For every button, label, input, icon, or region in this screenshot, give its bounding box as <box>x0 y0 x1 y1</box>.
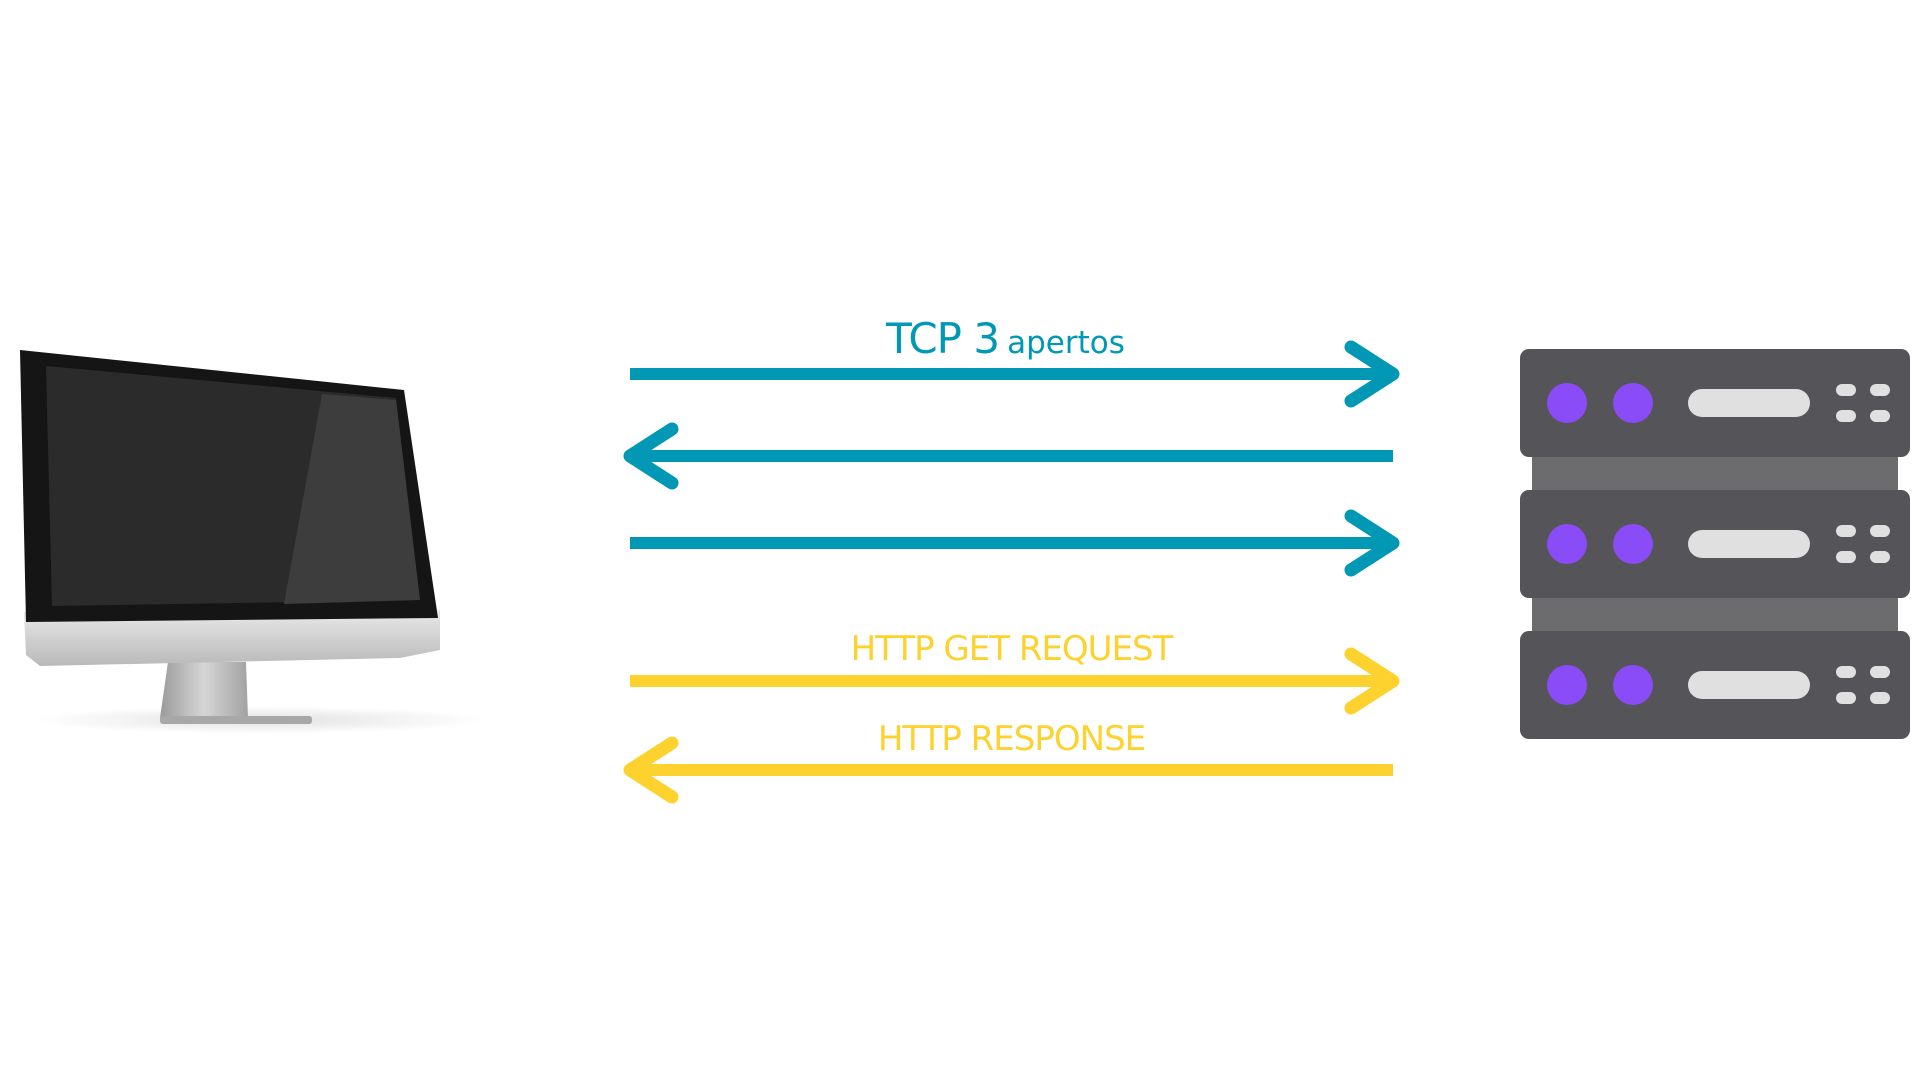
arrow-head <box>1344 340 1400 408</box>
drive-slot <box>1688 530 1810 558</box>
message-label-small: apertos <box>1007 325 1125 361</box>
message-arrow <box>630 509 1400 577</box>
status-led <box>1547 383 1587 423</box>
vent-dot <box>1870 384 1890 396</box>
message-arrow: HTTP RESPONSE <box>623 719 1393 804</box>
desktop-monitor-icon <box>20 350 490 734</box>
status-led <box>1547 524 1587 564</box>
server-unit <box>1520 490 1910 598</box>
vent-dot <box>1836 384 1856 396</box>
message-label-main: TCP 3 <box>885 314 999 363</box>
status-led <box>1613 665 1653 705</box>
message-label: HTTP GET REQUEST <box>851 629 1174 669</box>
server-connector <box>1532 596 1898 634</box>
server-connector <box>1532 455 1898 493</box>
vent-dot <box>1836 666 1856 678</box>
arrow-head <box>1344 647 1400 715</box>
vent-dot <box>1870 692 1890 704</box>
vent-dot <box>1836 551 1856 563</box>
vent-dot <box>1836 692 1856 704</box>
message-arrow <box>623 422 1393 490</box>
status-led <box>1613 383 1653 423</box>
vent-dot <box>1836 410 1856 422</box>
server-unit <box>1520 349 1910 457</box>
arrow-head <box>623 422 679 490</box>
server-rack-icon <box>1520 349 1910 739</box>
message-arrow: HTTP GET REQUEST <box>630 629 1400 715</box>
drive-slot <box>1688 671 1810 699</box>
message-label-main: HTTP GET REQUEST <box>851 629 1174 669</box>
arrow-head <box>623 736 679 804</box>
vent-dot <box>1870 410 1890 422</box>
drive-slot <box>1688 389 1810 417</box>
message-label-main: HTTP RESPONSE <box>878 719 1145 759</box>
vent-dot <box>1870 666 1890 678</box>
vent-dot <box>1836 525 1856 537</box>
message-label: HTTP RESPONSE <box>878 719 1145 759</box>
arrow-head <box>1344 509 1400 577</box>
vent-dot <box>1870 551 1890 563</box>
status-led <box>1547 665 1587 705</box>
server-unit <box>1520 631 1910 739</box>
status-led <box>1613 524 1653 564</box>
vent-dot <box>1870 525 1890 537</box>
